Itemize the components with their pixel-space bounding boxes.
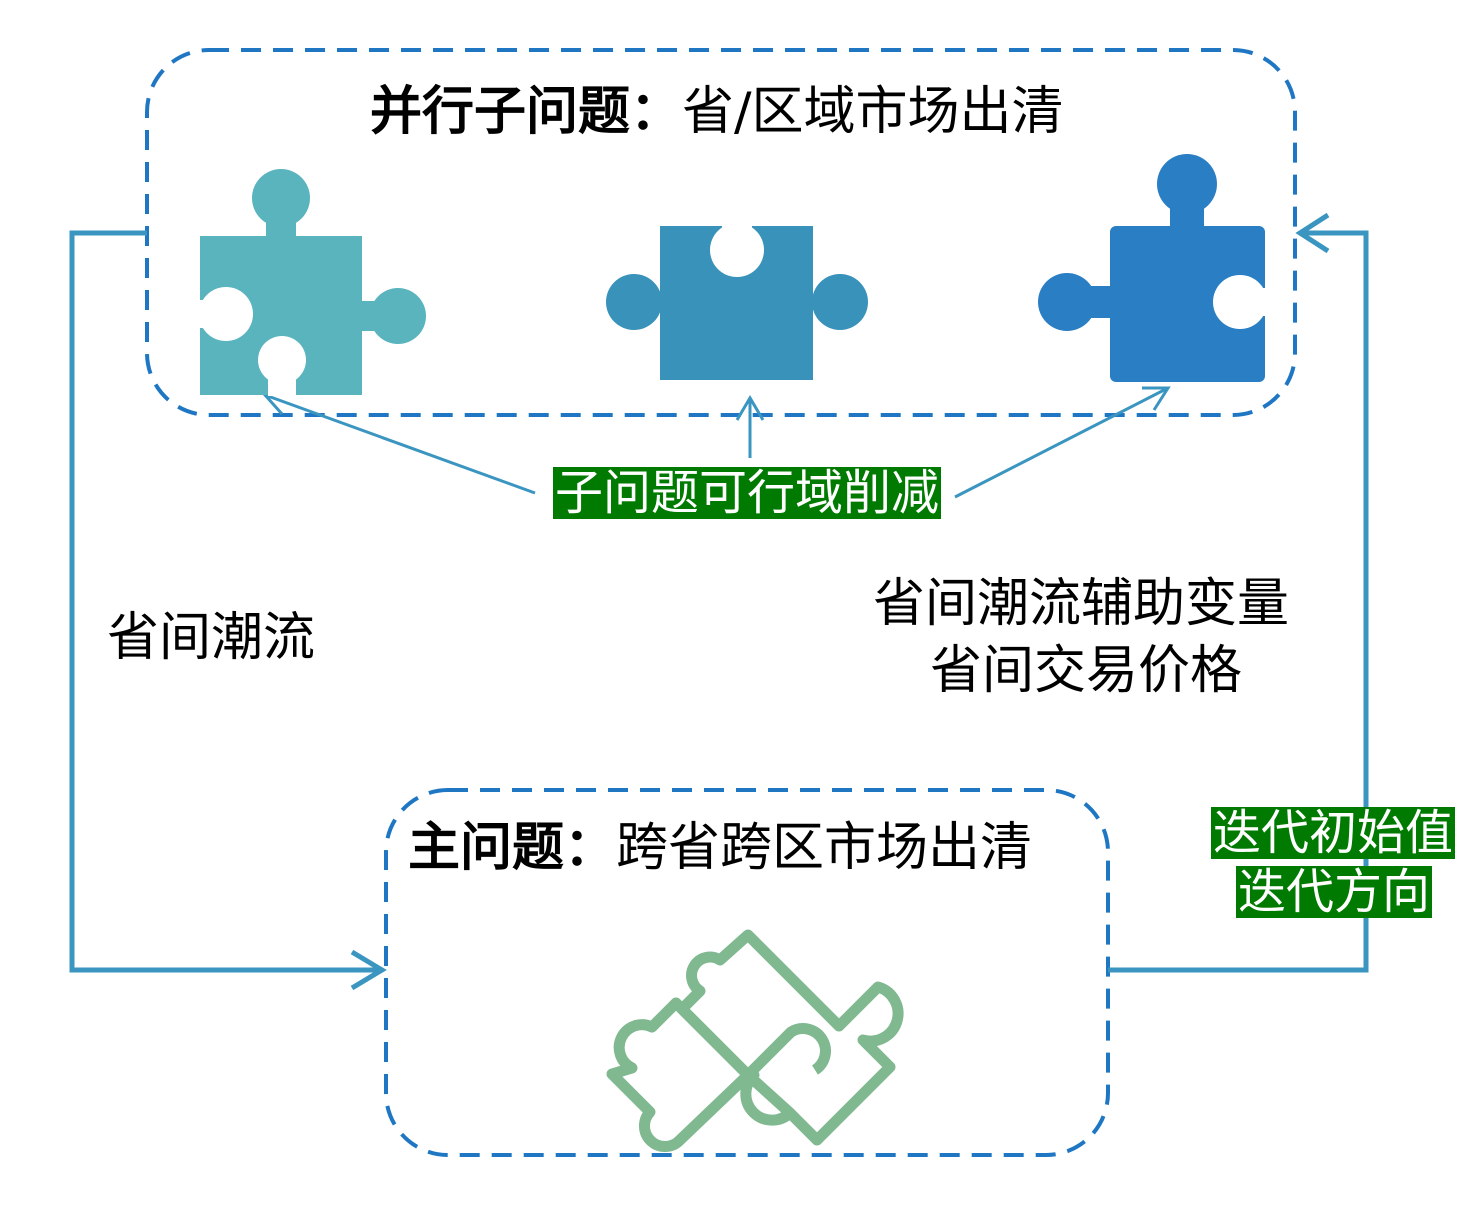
title-bold: 主问题： [408,818,617,878]
auxiliary-variable-label: 省间潮流辅助变量 [873,574,1290,634]
title-rest: 省/区域市场出清 [682,82,1064,142]
puzzle-piece-teal-icon [199,169,426,396]
master-problem-title: 主问题：跨省跨区市场出清 [408,822,1032,874]
puzzle-piece-blue-icon [1038,154,1270,382]
interprovincial-flow-label: 省间潮流 [107,608,316,668]
left-feedback-arrow [69,230,380,973]
puzzle-piece-mid-icon [606,223,868,380]
title-bold: 并行子问题： [370,82,683,142]
reduction-arrows [262,386,1171,499]
iteration-initial-value-label: 迭代初始值 [1211,805,1456,861]
feasible-region-reduction-label: 子问题可行域削减 [553,465,942,521]
title-rest: 跨省跨区市场出清 [616,818,1033,878]
parallel-subproblem-title: 并行子问题：省/区域市场出清 [370,86,1064,138]
right-feedback-arrow [1108,230,1369,973]
iteration-direction-label: 迭代方向 [1236,864,1433,920]
puzzle-outline-icon [606,929,904,1152]
trade-price-label: 省间交易价格 [930,641,1243,701]
